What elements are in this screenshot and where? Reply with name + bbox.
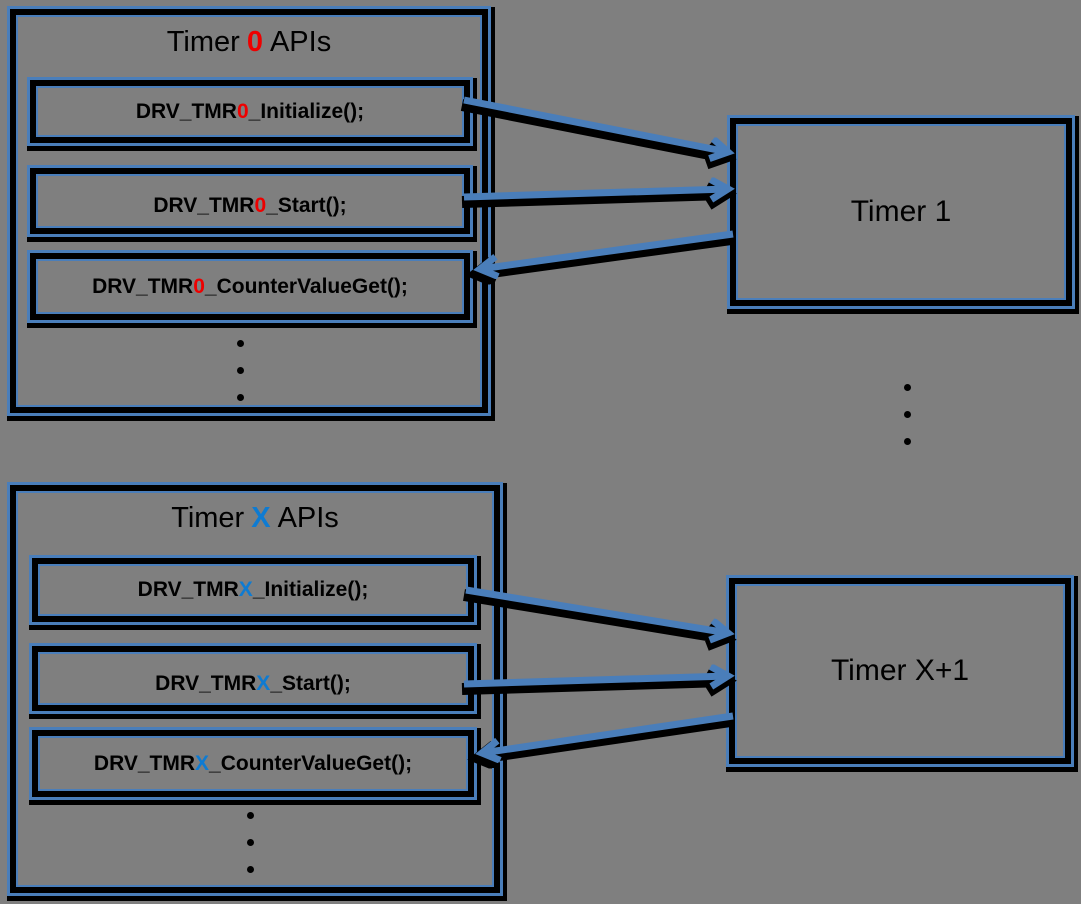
api-text-post: _Start();	[270, 671, 351, 695]
arrow-timer1-to-tmr0-countervalueget	[477, 230, 734, 274]
api-text-instance: X	[238, 578, 253, 601]
ellipsis-dot	[247, 812, 254, 819]
api-text-pre: DRV_TMR	[135, 99, 237, 123]
arrow-tmrx-start-to-timerx1	[461, 676, 728, 689]
timerx-title-prefix: Timer	[171, 502, 245, 534]
api-text-post: _Initialize();	[252, 578, 369, 601]
timer0-group-ellipsis	[237, 340, 244, 401]
api-text-instance: X	[195, 751, 210, 775]
timerx1-label: Timer X+1	[830, 654, 970, 687]
timers-ellipsis	[904, 384, 911, 445]
api-text-pre: DRV_TMR	[92, 274, 194, 298]
timerx-title-suffix: APIs	[277, 502, 339, 534]
ellipsis-dot	[904, 411, 911, 418]
api-text-post: _Initialize();	[248, 99, 365, 123]
ellipsis-dot	[237, 394, 244, 401]
api-text-pre: DRV_TMR	[155, 671, 257, 695]
ellipsis-dot	[247, 866, 254, 873]
timer0-title-suffix: APIs	[269, 26, 332, 58]
api-text-pre: DRV_TMR	[93, 751, 196, 775]
ellipsis-dot	[904, 438, 911, 445]
timer0-title-highlight: 0	[246, 26, 263, 58]
arrow-tmr0-initialize-to-timer1	[460, 96, 728, 157]
ellipsis-dot	[237, 367, 244, 374]
api-text-instance: 0	[236, 99, 249, 123]
arrow-tmr0-start-to-timer1	[461, 189, 728, 202]
api-text-instance: 0	[193, 274, 205, 298]
timer0-title-prefix: Timer	[166, 26, 240, 58]
arrow-tmrx-initialize-to-timerx1	[463, 586, 728, 638]
timerx1-box: Timer X+1	[729, 578, 1071, 764]
api-text-instance: 0	[254, 194, 267, 217]
timerx-group-ellipsis	[247, 812, 254, 873]
timer1-label: Timer 1	[850, 195, 952, 228]
ellipsis-dot	[247, 839, 254, 846]
ellipsis-dot	[237, 340, 244, 347]
timer1-box: Timer 1	[730, 118, 1072, 306]
api-text-pre: DRV_TMR	[137, 578, 239, 601]
arrow-timerx1-to-tmrx-countervalueget	[479, 712, 734, 758]
api-text-post: _CounterValueGet();	[209, 751, 413, 775]
api-text-instance: X	[256, 671, 271, 695]
api-text-pre: DRV_TMR	[153, 194, 255, 217]
api-text-post: _CounterValueGet();	[204, 274, 408, 298]
api-text-post: _Start();	[266, 194, 347, 217]
ellipsis-dot	[904, 384, 911, 391]
timerx-title-highlight: X	[251, 502, 271, 534]
